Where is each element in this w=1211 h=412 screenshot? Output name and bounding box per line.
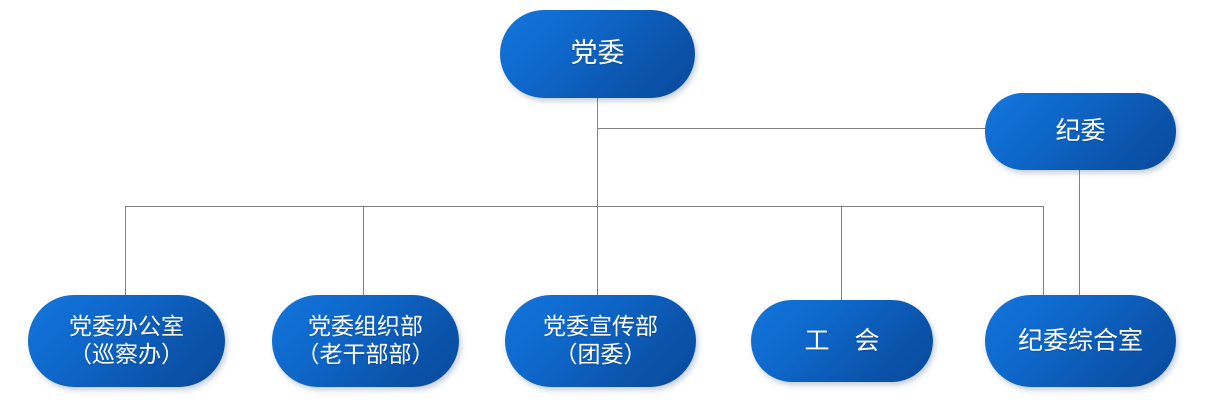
org-node-label: 工 会: [804, 325, 880, 355]
org-node-label: 党委: [570, 37, 625, 69]
connector-drop-dangwei-zuzhibu: [363, 206, 364, 295]
org-node-jiwei[interactable]: 纪委: [985, 93, 1176, 170]
org-node-gonghui[interactable]: 工 会: [751, 300, 933, 382]
connector-distribution-hbar: [125, 206, 1044, 207]
connector-drop-dangwei-xuanchuanbu: [597, 206, 598, 295]
org-node-label: 纪委: [1055, 116, 1106, 146]
connector-drop-dangwei-bangongshi: [125, 206, 126, 295]
org-node-dangwei[interactable]: 党委: [500, 10, 695, 98]
connector-root-to-jiwei-hline: [597, 128, 986, 129]
connector-root-stem-to-hbar: [597, 98, 598, 207]
org-node-jiwei-zonghe-shi[interactable]: 纪委综合室: [985, 295, 1176, 387]
org-node-dangwei-bangongshi[interactable]: 党委办公室 （巡察办）: [28, 295, 225, 387]
org-node-label: 纪委综合室: [1017, 325, 1143, 355]
connector-drop-jiwei-to-jiwei-shi: [1079, 170, 1080, 295]
connector-drop-hbar-to-jiwei-shi: [1043, 206, 1044, 295]
org-node-label: 党委宣传部 （团委）: [543, 313, 658, 368]
org-node-label: 党委办公室 （巡察办）: [69, 313, 184, 368]
org-node-label: 党委组织部 （老干部部）: [296, 313, 435, 368]
org-node-dangwei-zuzhibu[interactable]: 党委组织部 （老干部部）: [272, 295, 459, 387]
org-node-dangwei-xuanchuanbu[interactable]: 党委宣传部 （团委）: [505, 295, 696, 387]
connector-drop-gonghui: [841, 206, 842, 300]
